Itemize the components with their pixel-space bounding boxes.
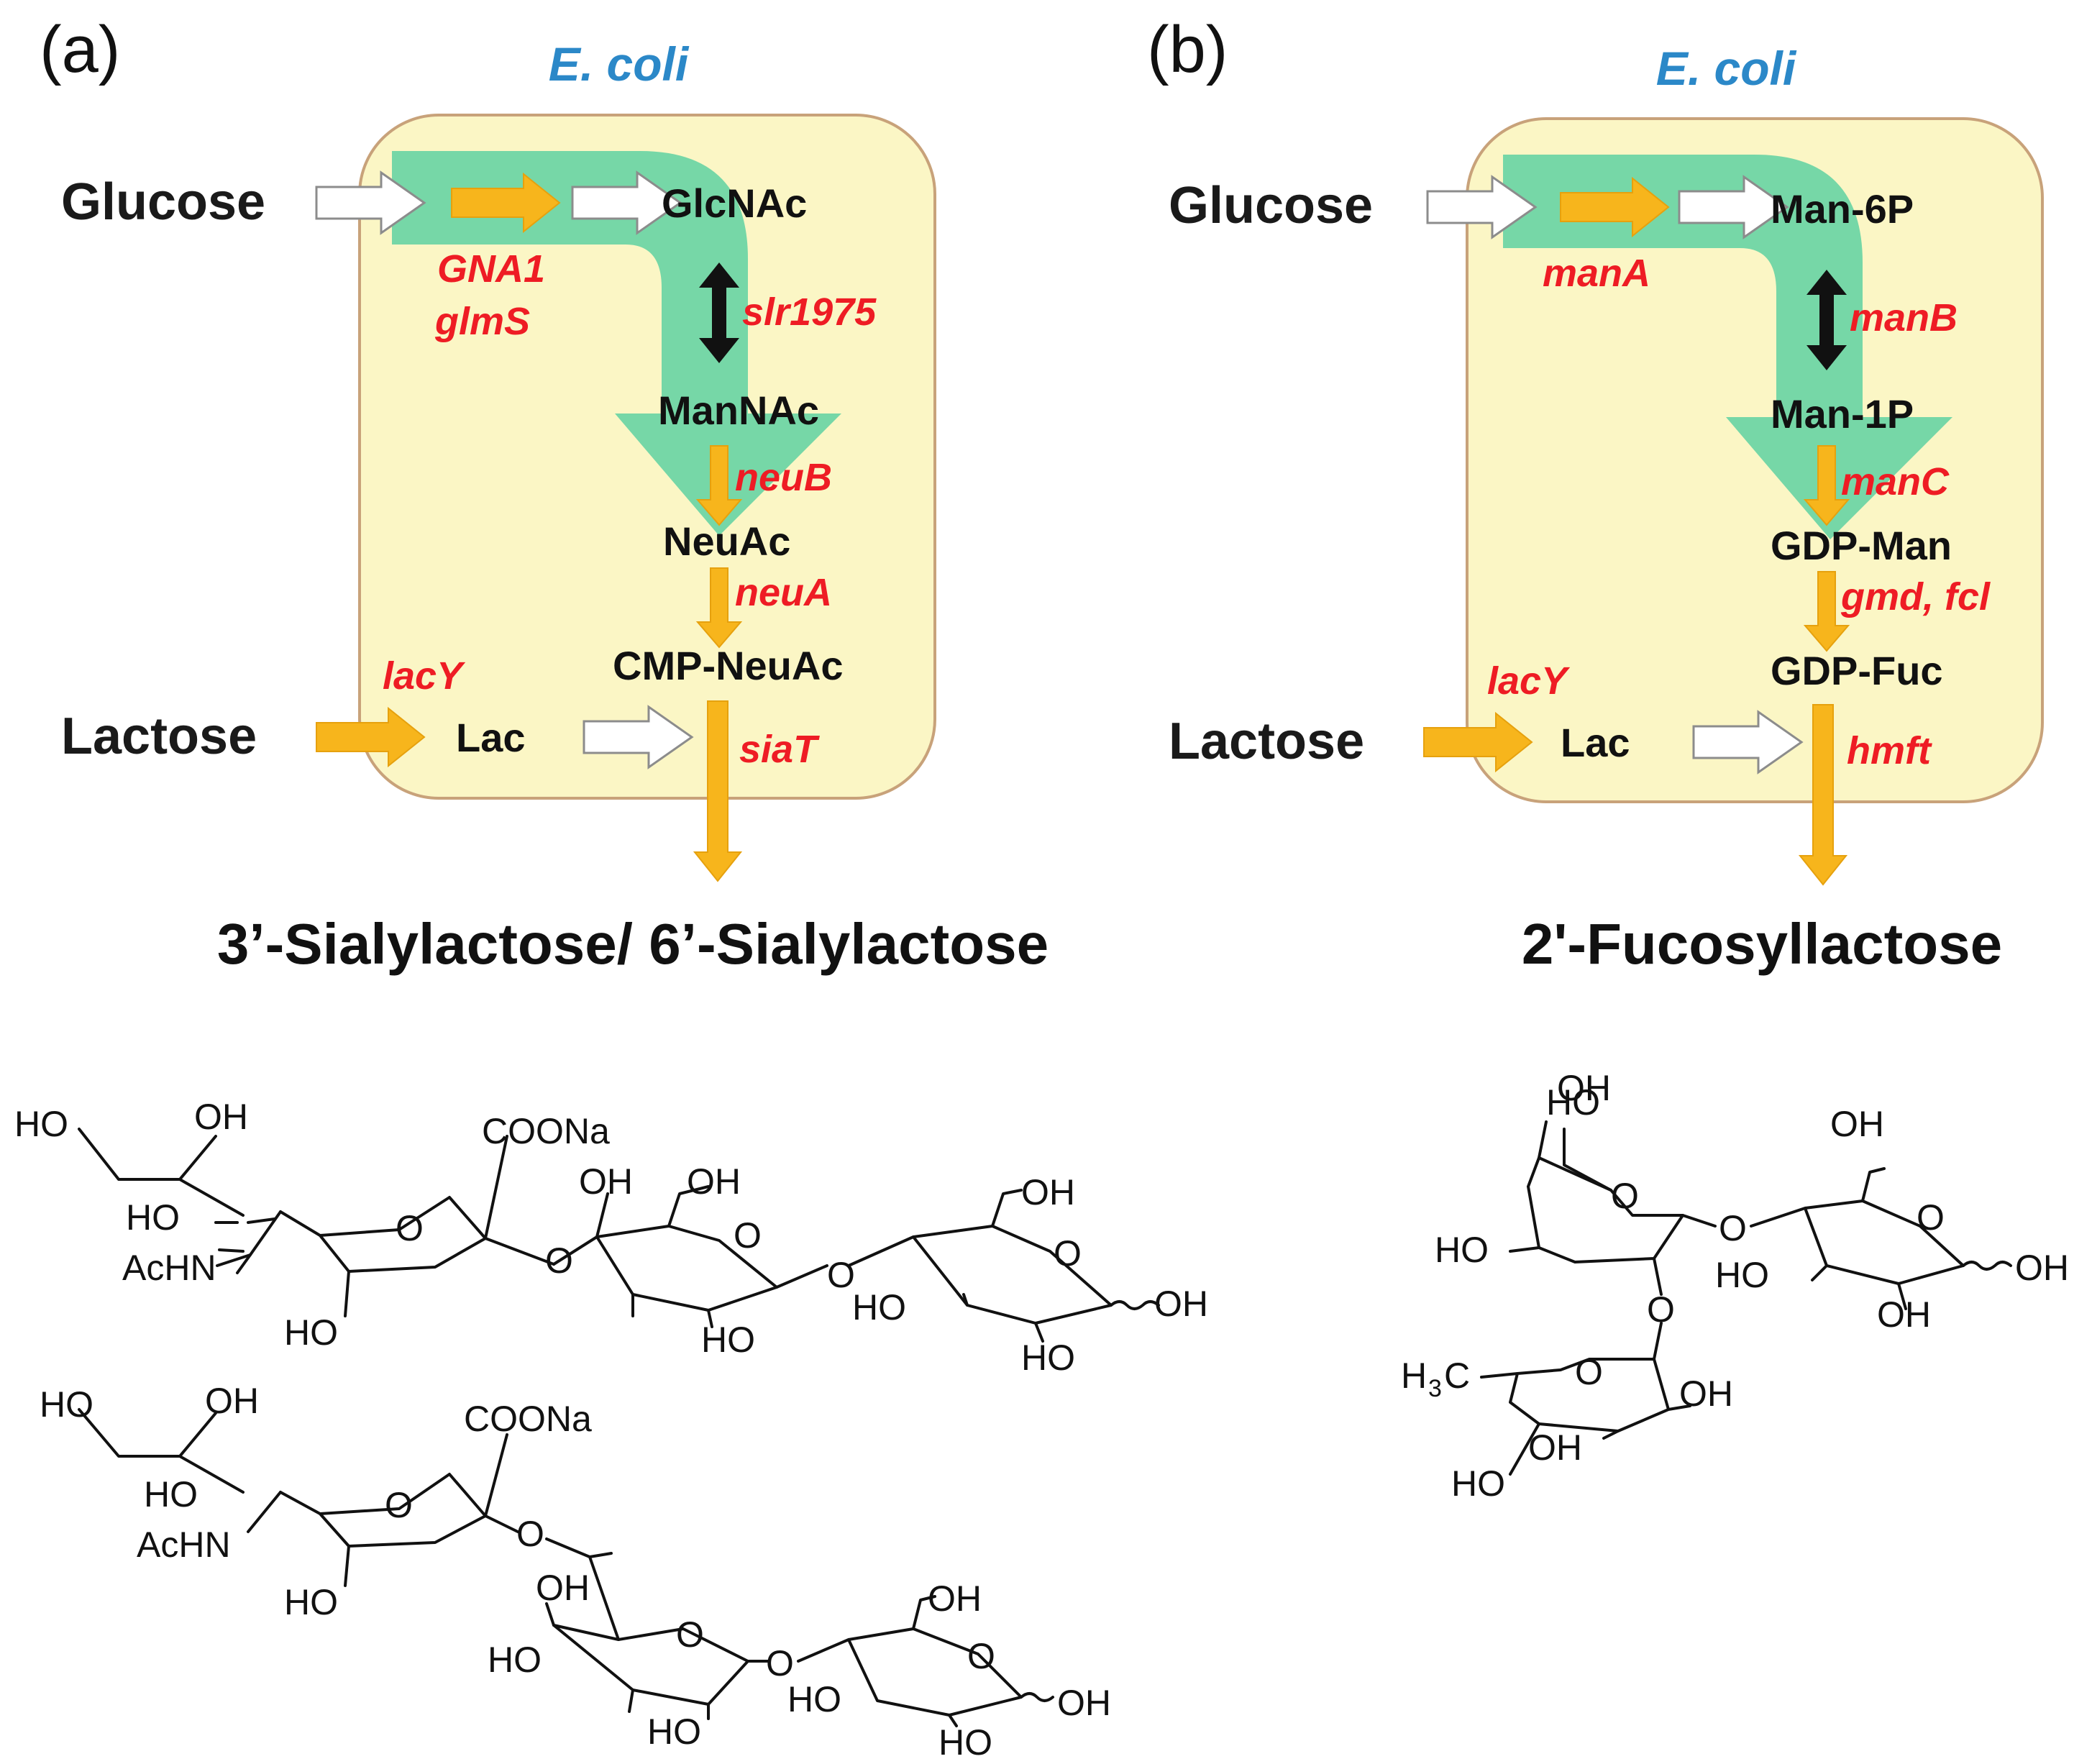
sl3-atom-18: HO [1021,1338,1075,1378]
fl2-atom-3: O [1611,1176,1639,1216]
panel-b-metabolite-gdp-man: GDP-Man [1771,523,1952,568]
sl3-atom-7: HO [284,1312,338,1353]
fl2-atom-6: O [1647,1289,1675,1330]
sl6-atom-6: O [385,1485,413,1525]
panel-b-label: (b) [1147,13,1228,86]
panel-b-gene-gmd-fcl: gmd, fcl [1840,575,1991,618]
sl3-atom-14: OH [1021,1172,1075,1212]
panel-b-gene-manc: manC [1841,460,1950,503]
sl6-atom-4: HO [144,1474,198,1514]
sl3-atom-8: O [545,1240,573,1281]
sl3-atom-17: OH [1154,1284,1208,1324]
sl3-atom-2: OH [194,1097,248,1137]
sl6-atom-7: HO [284,1582,338,1622]
fl2-atom-7: OH [1830,1104,1884,1144]
panel-a-organism: E. coli [549,37,690,91]
fl2-atom-14: OH [1528,1427,1582,1468]
fl2-atom-9: HO [1715,1255,1769,1295]
panel-a-metabolite-cmp-neuac: CMP-NeuAc [613,643,843,688]
panel-b-product: 2'-Fucosyllactose [1522,912,2002,976]
fl2-methyl-h: H [1401,1356,1427,1396]
panel-a-gene-slr1975: slr1975 [742,291,877,334]
panel-b-cell [1466,117,2044,803]
sl3-atom-11: O [734,1215,762,1256]
sl3-atom-13: O [827,1255,855,1295]
panel-a-metabolite-neuac: NeuAc [663,518,790,564]
sl3-atom-4: HO [126,1197,180,1238]
panel-b-gene-mana: manA [1543,252,1650,295]
panel-b-metabolite-man1p: Man-1P [1771,391,1914,437]
panel-a-cell [358,114,936,800]
sl3-atom-10: OH [687,1161,741,1202]
structure-6-sialyllactose: HO OH COONa HO AcHN O HO O OH O HO HO O … [40,1381,1111,1763]
sl6-atom-12: HO [647,1712,701,1752]
sl3-atom-16: HO [852,1287,906,1327]
sl6-atom-11: HO [488,1640,542,1680]
panel-a-glucose: Glucose [61,173,265,231]
panel-b-gene-manb: manB [1850,296,1958,339]
panel-b-organism: E. coli [1656,42,1797,95]
sl6-atom-13: O [766,1643,794,1683]
fl2-atom-8: O [1917,1197,1945,1238]
sl6-atom-18: HO [938,1722,992,1763]
panel-a-gene-lacy: lacY [383,654,466,698]
fl2-atom-10: OH [2015,1248,2069,1288]
sl3-atom-5: AcHN [122,1248,216,1288]
panel-a-metabolite-lac: Lac [456,715,526,760]
panel-b: (b) E. coli Glucose Man-6P manA manB Man… [1147,13,2069,1504]
panel-a-gene-glms: glmS [434,300,530,343]
panel-b-glucose: Glucose [1169,177,1373,234]
fl2-atom-2: OH [1557,1068,1611,1108]
fl2-atom-12: O [1575,1352,1603,1392]
sl3-atom-1: HO [14,1104,68,1144]
panel-a-gene-gna1: GNA1 [437,247,545,291]
sl6-atom-9: OH [536,1568,590,1608]
sl6-atom-15: O [967,1636,995,1676]
panel-a-gene-neub: neuB [735,456,832,499]
fl2-atom-11: OH [1877,1294,1931,1335]
panel-b-flux-arrow-icon [1503,155,1952,539]
panel-b-gene-lacy: lacY [1487,659,1571,703]
panel-a-gene-neua: neuA [735,571,832,614]
sl3-atom-9: OH [579,1161,633,1202]
sl6-atom-5: AcHN [137,1525,231,1565]
panel-a-label: (a) [40,13,120,86]
panel-b-metabolite-man6p: Man-6P [1771,186,1914,232]
sl6-atom-14: OH [928,1578,982,1619]
fl2-atom-1: HO [1546,1082,1600,1123]
fl2-atom-5: O [1719,1208,1747,1248]
structure-2-fucosyllactose: HO OH O HO O O OH O HO OH OH O OH OH HO … [1401,1068,2069,1504]
sl6-atom-17: OH [1057,1683,1111,1723]
sl3-atom-6: O [396,1208,424,1248]
sl6-atom-2: OH [205,1381,259,1421]
sl6-atom-8: O [516,1514,544,1554]
panel-a-metabolite-glcnac: GlcNAc [662,180,807,226]
sl3-atom-15: O [1054,1233,1082,1274]
panel-a-metabolite-mannac: ManNAc [658,388,819,433]
fl2-atom-13: OH [1679,1374,1733,1414]
panel-b-metabolite-lac: Lac [1561,720,1630,765]
sl3-atom-3: COONa [482,1111,610,1151]
sl6-atom-10: O [676,1614,704,1655]
structure-3-sialyllactose: HO OH COONa HO AcHN O HO O OH OH O HO O … [14,1097,1208,1378]
panel-a-lactose: Lactose [61,708,257,765]
sl6-atom-1: HO [40,1384,93,1425]
sl6-atom-3: COONa [464,1399,592,1439]
panel-b-gene-hmft: hmft [1847,729,1932,772]
panel-b-lactose: Lactose [1169,713,1364,770]
panel-a: (a) E. coli Glucose GlcNAc GNA1 glmS slr… [14,13,1208,1763]
panel-a-flux-arrow-icon [392,151,841,536]
fl2-atom-4: HO [1435,1230,1489,1270]
sl3-atom-12: HO [701,1320,755,1360]
fl2-methyl-c: C [1444,1356,1470,1396]
panel-a-product: 3’-Sialylactose/ 6’-Sialylactose [217,912,1049,976]
fl2-atom-15: HO [1451,1463,1505,1504]
panel-a-gene-siat: siaT [739,728,820,771]
sl6-atom-16: HO [787,1679,841,1719]
panel-b-metabolite-gdp-fuc: GDP-Fuc [1771,648,1943,693]
fl2-methyl-subscript: 3 [1428,1375,1442,1402]
